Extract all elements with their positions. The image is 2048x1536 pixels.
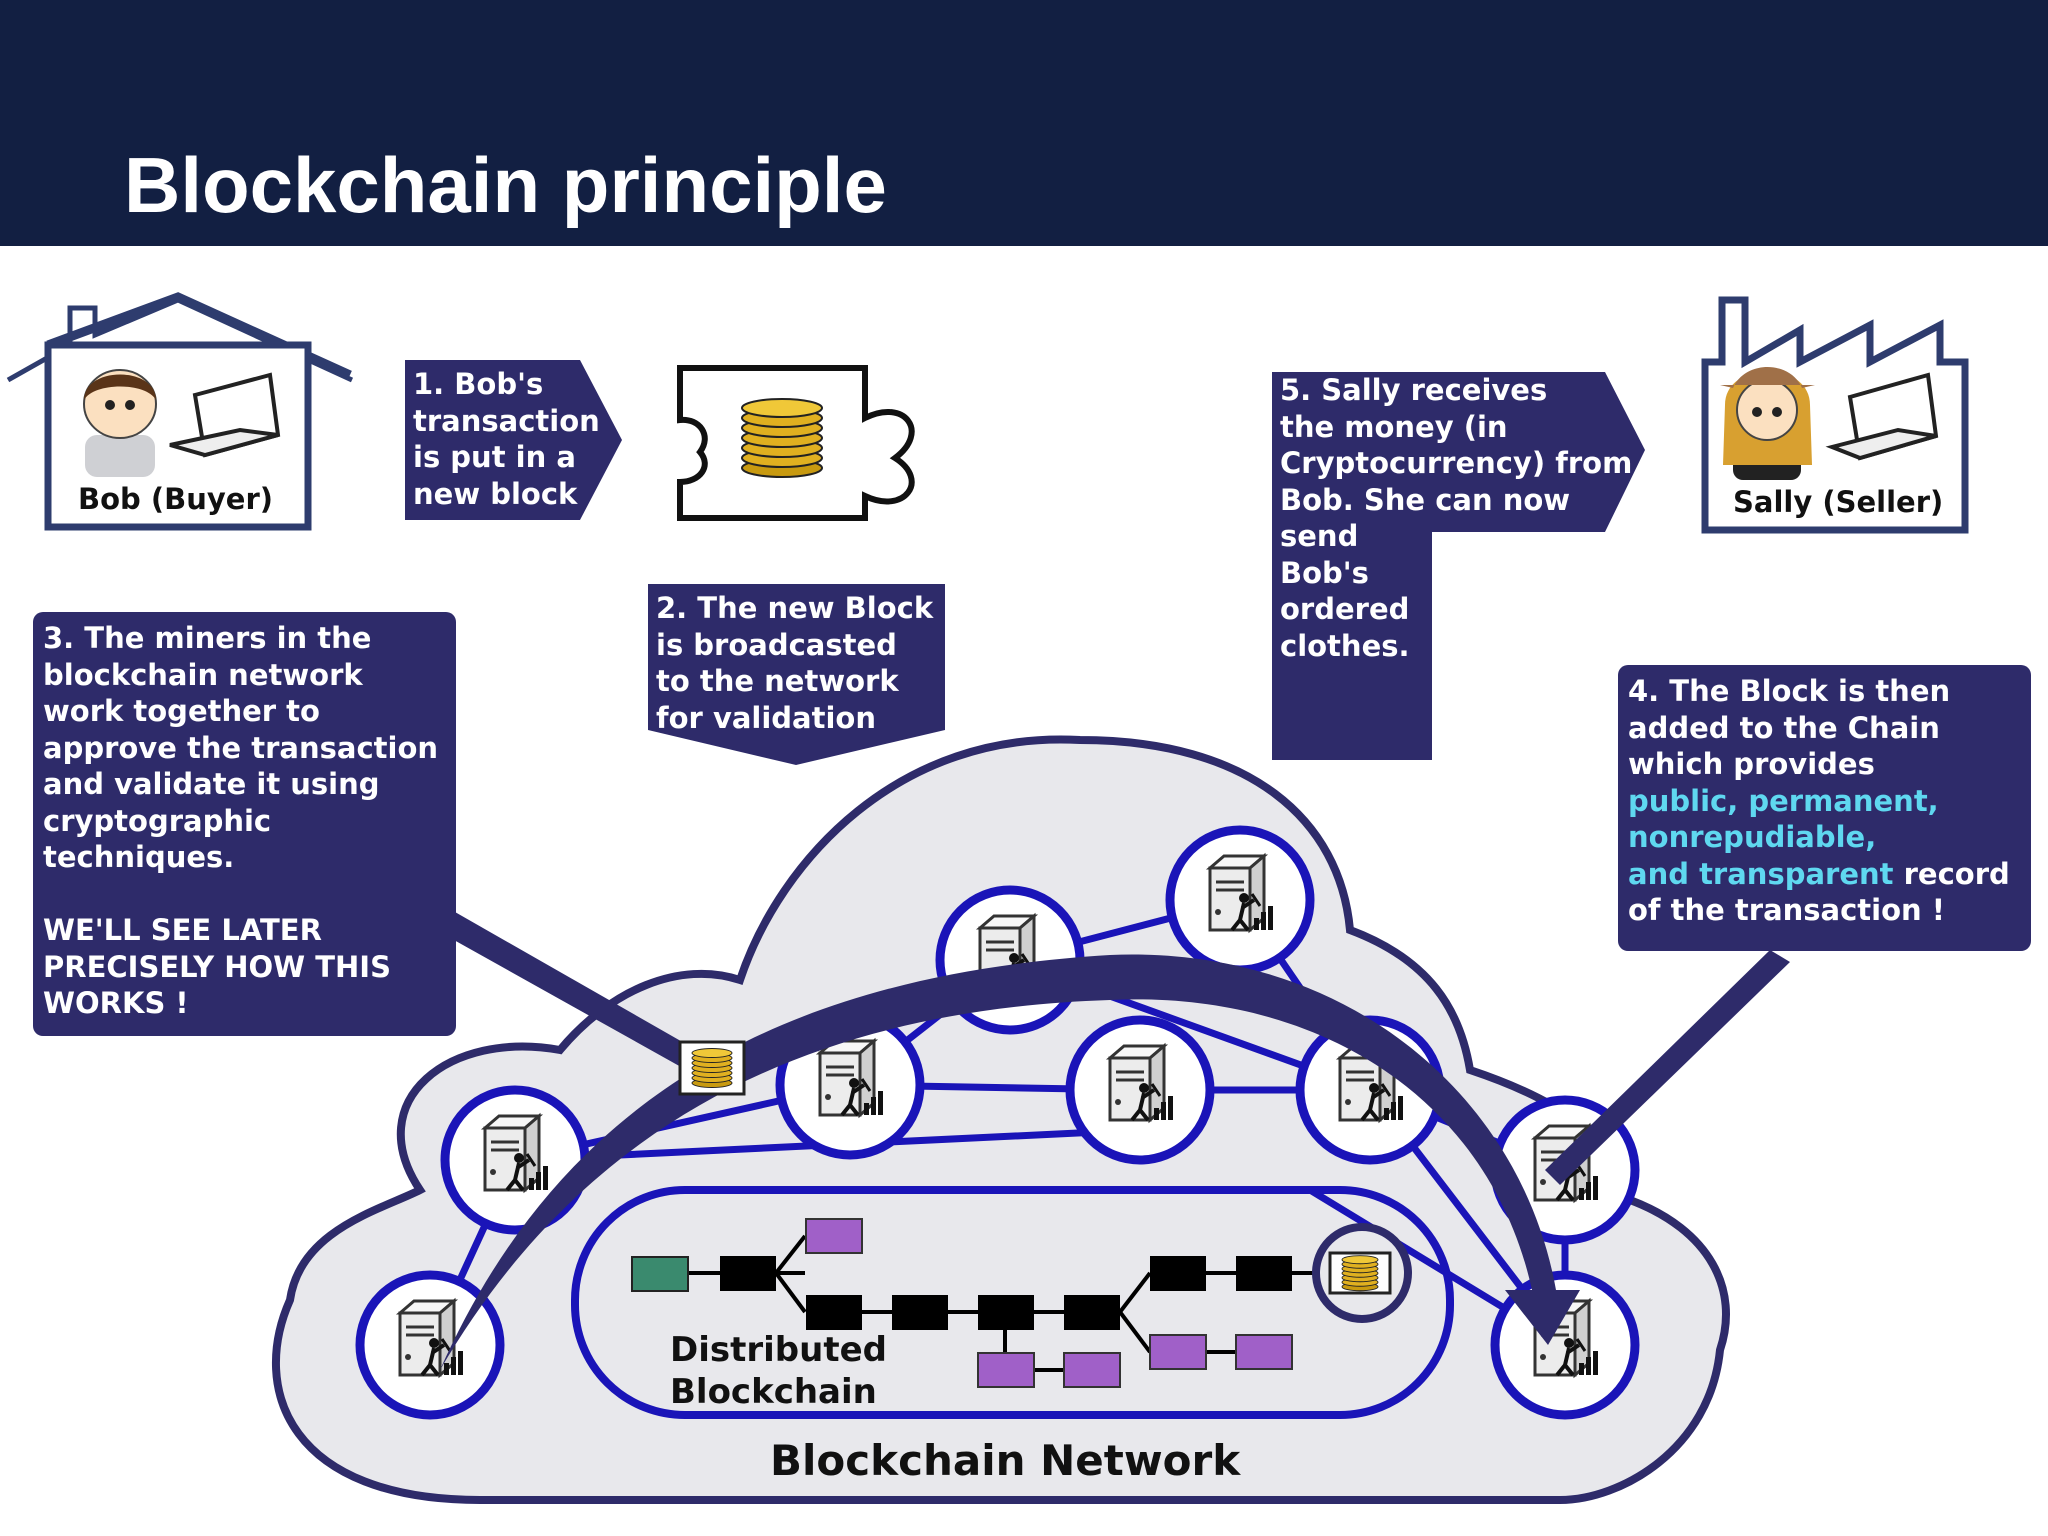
step4-line6b: record [1893,856,2010,891]
step4-line3: which provides [1628,747,1875,781]
step5-arrow-shape [1272,372,1645,760]
step3-pointer [445,912,700,1072]
network-label: Blockchain Network [770,1436,1241,1485]
blockchain-diagram [6,292,1969,1504]
step4-line7: of the transaction ! [1628,893,1946,927]
ledger-label-line1: Distributed [670,1330,887,1370]
step4-line2: added to the Chain [1628,710,1940,745]
step4-highlight-1: public, permanent, [1628,783,1939,818]
laptop-icon [169,372,281,458]
laptop-icon [1825,372,1939,461]
coin-stack-icon [741,398,823,478]
step1-arrow-shape [405,360,622,520]
chain-blocks [720,1256,1292,1330]
step4-line1: 4. The Block is then [1628,674,1951,708]
header-bar: Blockchain principle [0,0,2048,246]
slide-title: Blockchain principle [124,141,887,229]
step2-arrow-tip [648,730,945,765]
orphan-blocks [805,1218,1293,1388]
person-bob-icon [83,369,157,477]
step3-note: 3. The miners in the blockchain network … [33,612,456,1036]
step5-note-bottom: send Bob's ordered clothes. [1280,519,1410,663]
step4-note: 4. The Block is then added to the Chain … [1618,665,2031,951]
step4-highlight-3: and transparent [1628,856,1894,891]
ledger-label-line2: Blockchain [670,1372,877,1412]
step2-note: 2. The new Block is broadcasted to the n… [648,584,945,735]
ledger-enclosure [571,1186,1454,1419]
step4-highlight-2: nonrepudiable, [1628,820,1877,854]
buyer-label: Bob (Buyer) [78,482,274,516]
broadcast-block [678,1040,746,1096]
step1-note: 1. Bob's transaction is put in a new blo… [413,367,600,511]
seller-label: Sally (Seller) [1733,485,1944,519]
step5-note-top: 5. Sally receives the money (in Cryptocu… [1280,373,1633,517]
person-sally-icon [1720,367,1815,480]
genesis-block [631,1256,689,1292]
step4-pointer [1545,950,1790,1185]
new-block-in-chain [1312,1223,1412,1323]
